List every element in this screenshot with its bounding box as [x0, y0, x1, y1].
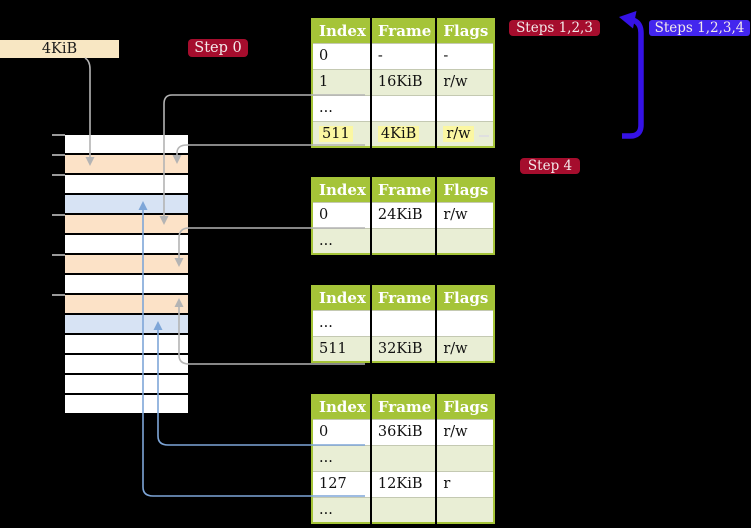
column-header: Flags	[436, 19, 495, 43]
cell-frame: 16KiB	[370, 68, 438, 95]
highlight: 511	[319, 125, 353, 142]
column-header: Flags	[436, 286, 495, 310]
address-tick	[52, 254, 65, 256]
memory-row	[65, 395, 188, 413]
table-row: 1 16KiB r/w	[312, 68, 495, 95]
column-header: Index	[312, 178, 372, 202]
cell-frame: 12KiB	[370, 470, 438, 497]
table-header-row: Index Frame Flags	[312, 19, 495, 43]
page-table-level4: Index Frame Flags 0 - - 1 16KiB r/w ... …	[311, 18, 496, 148]
frame-size-label: 4KiB	[0, 40, 119, 58]
highlight: r/w	[443, 125, 474, 142]
page-table-level3: Index Frame Flags 0 24KiB r/w ...	[311, 177, 496, 255]
table-row: 0 36KiB r/w	[312, 418, 495, 445]
column-header: Flags	[436, 178, 495, 202]
table-header-row: Index Frame Flags	[312, 395, 495, 419]
memory-row	[65, 355, 188, 373]
address-tick	[52, 154, 65, 156]
cell-index: 0	[312, 42, 372, 69]
cell-frame	[370, 94, 438, 121]
cell-index: 511	[312, 120, 372, 147]
cell-index: 127	[312, 470, 372, 497]
cell-flags: r/w	[436, 201, 495, 228]
cell-flags: r/w	[436, 335, 495, 362]
table-row: 0 - -	[312, 42, 495, 69]
memory-row	[65, 235, 188, 253]
cell-flags	[436, 94, 495, 121]
table-row: ...	[312, 227, 495, 254]
table-row: ...	[312, 496, 495, 523]
cell-index: 1	[312, 68, 372, 95]
memory-row	[65, 155, 188, 173]
cell-index: ...	[312, 94, 372, 121]
column-header: Index	[312, 395, 372, 419]
memory-row	[65, 195, 188, 213]
cell-frame	[370, 309, 438, 336]
cell-frame	[370, 444, 438, 471]
physical-memory-column	[65, 135, 188, 415]
cell-index: ...	[312, 309, 372, 336]
table-header-row: Index Frame Flags	[312, 178, 495, 202]
cell-frame: 36KiB	[370, 418, 438, 445]
table-row: ...	[312, 94, 495, 121]
page-table-level1: Index Frame Flags 0 36KiB r/w ... 127 12…	[311, 394, 496, 524]
column-header: Index	[312, 286, 372, 310]
cell-flags: r	[436, 470, 495, 497]
table-row: 511 32KiB r/w	[312, 335, 495, 362]
cell-index: 0	[312, 418, 372, 445]
cell-index: ...	[312, 496, 372, 523]
recursive-loop-arrow	[619, 11, 644, 139]
cell-flags: -	[436, 42, 495, 69]
steps123-badge: Steps 1,2,3	[509, 20, 600, 36]
memory-row	[65, 315, 188, 333]
memory-row	[65, 295, 188, 313]
memory-row	[65, 335, 188, 353]
page-table-level2: Index Frame Flags ... 511 32KiB r/w	[311, 285, 496, 363]
memory-row	[65, 255, 188, 273]
cell-frame: -	[370, 42, 438, 69]
memory-row	[65, 375, 188, 393]
column-header: Index	[312, 19, 372, 43]
table-row: 0 24KiB r/w	[312, 201, 495, 228]
cell-frame: 4KiB	[370, 120, 438, 147]
table-header-row: Index Frame Flags	[312, 286, 495, 310]
address-tick	[52, 294, 65, 296]
cell-flags	[436, 227, 495, 254]
memory-row	[65, 275, 188, 293]
table-row: ...	[312, 309, 495, 336]
cell-frame: 32KiB	[370, 335, 438, 362]
table-row: ...	[312, 444, 495, 471]
cell-flags	[436, 496, 495, 523]
cell-index: 511	[312, 335, 372, 362]
step4-badge: Step 4	[520, 158, 580, 174]
cell-flags: r/w	[436, 120, 495, 147]
cell-index: ...	[312, 444, 372, 471]
memory-row	[65, 175, 188, 193]
column-header: Frame	[370, 178, 438, 202]
column-header: Frame	[370, 286, 438, 310]
column-header: Flags	[436, 395, 495, 419]
table-row: 127 12KiB r	[312, 470, 495, 497]
column-header: Frame	[370, 395, 438, 419]
step0-badge: Step 0	[188, 39, 248, 57]
cell-flags: r/w	[436, 68, 495, 95]
cell-frame: 24KiB	[370, 201, 438, 228]
address-tick	[52, 174, 65, 176]
address-tick	[52, 214, 65, 216]
memory-row	[65, 135, 188, 153]
table-row-highlighted: 511 4KiB r/w	[312, 120, 495, 147]
address-tick	[52, 134, 65, 136]
cell-index: 0	[312, 201, 372, 228]
cell-index: ...	[312, 227, 372, 254]
cell-frame	[370, 496, 438, 523]
highlight: 4KiB	[377, 125, 420, 142]
cell-flags: r/w	[436, 418, 495, 445]
cell-frame	[370, 227, 438, 254]
column-header: Frame	[370, 19, 438, 43]
memory-row	[65, 215, 188, 233]
cell-flags	[436, 309, 495, 336]
cell-flags	[436, 444, 495, 471]
steps1234-badge: Steps 1,2,3,4	[649, 20, 750, 36]
